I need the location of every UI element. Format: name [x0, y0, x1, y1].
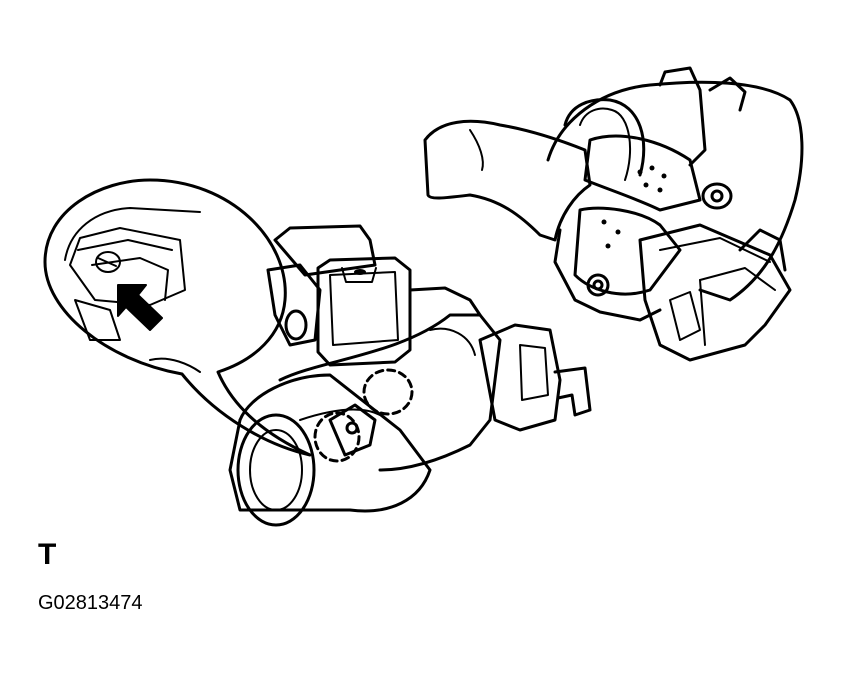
detail-callout: [43, 178, 312, 457]
arrow-icon: [117, 284, 163, 331]
view-marker: T: [38, 538, 57, 571]
figure-id: G02813474: [38, 592, 143, 614]
ignition-switch-assembly: [423, 66, 804, 362]
steering-lock-assembly: [228, 224, 592, 527]
